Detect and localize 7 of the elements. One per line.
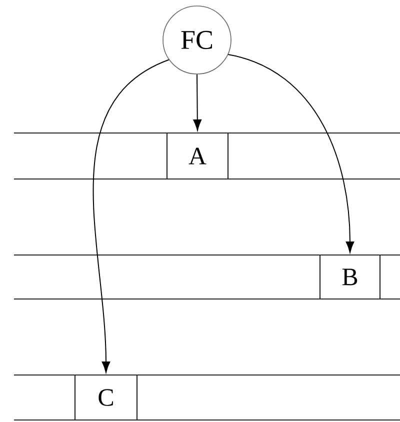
cell-box: A [166,132,229,180]
arrow [193,74,202,131]
circle-node: FC [162,6,232,74]
arrow [92,59,170,373]
arrow [228,54,354,253]
cell-box: B [319,254,381,300]
cell-box: C [74,374,138,421]
